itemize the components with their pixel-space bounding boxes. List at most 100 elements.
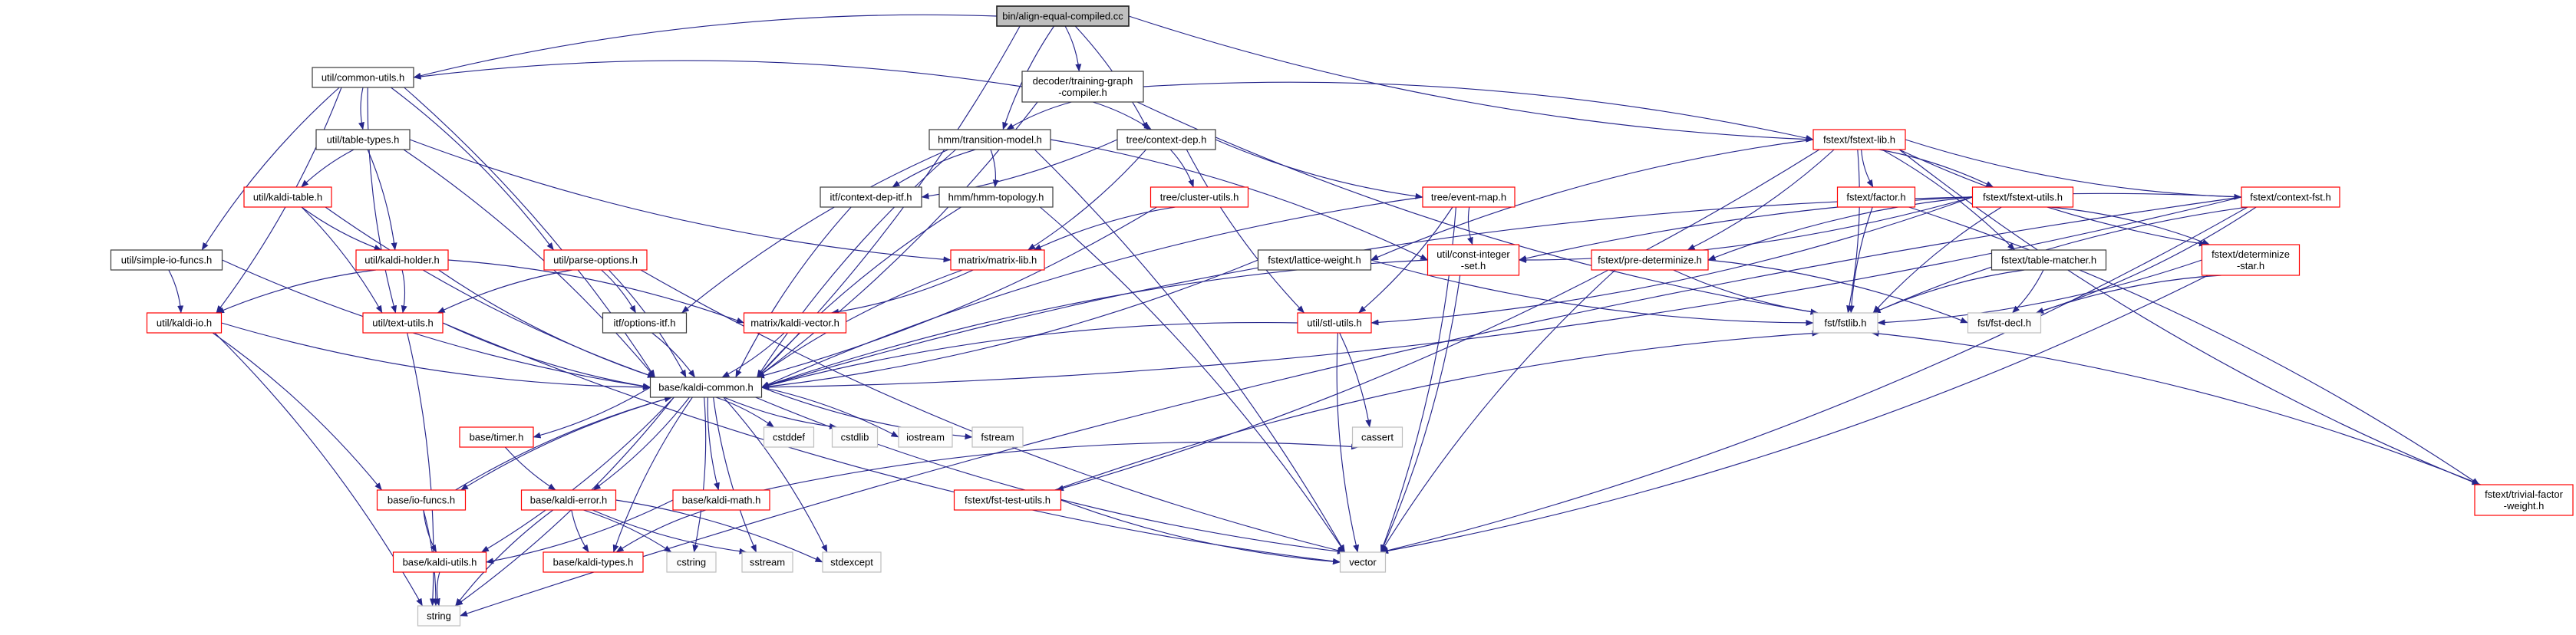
- node-box-text-utils[interactable]: [362, 312, 444, 334]
- node-matrix-lib[interactable]: matrix/matrix-lib.h: [950, 249, 1045, 271]
- node-box-table-types[interactable]: [315, 129, 411, 150]
- node-box-factor[interactable]: [1836, 186, 1916, 208]
- node-kaldi-vector[interactable]: matrix/kaldi-vector.h: [743, 312, 847, 334]
- node-string[interactable]: string: [417, 605, 461, 627]
- node-context-fst[interactable]: fstext/context-fst.h: [2241, 186, 2340, 208]
- node-context-dep-itf[interactable]: itf/context-dep-itf.h: [820, 186, 922, 208]
- node-iostream[interactable]: iostream: [898, 426, 953, 448]
- node-box-kaldi-io[interactable]: [146, 312, 223, 334]
- node-cstring[interactable]: cstring: [666, 551, 717, 573]
- node-box-fst-decl[interactable]: [1967, 312, 2042, 334]
- node-simple-io-funcs[interactable]: util/simple-io-funcs.h: [110, 249, 223, 271]
- node-box-table-matcher[interactable]: [1991, 249, 2107, 271]
- node-box-kaldi-common[interactable]: [649, 377, 763, 398]
- node-box-string[interactable]: [417, 605, 461, 627]
- node-trivial-factor-weight[interactable]: fstext/trivial-factor-weight.h: [2474, 484, 2574, 516]
- node-cstddef[interactable]: cstddef: [763, 426, 815, 448]
- node-context-dep[interactable]: tree/context-dep.h: [1116, 129, 1216, 150]
- node-box-simple-io-funcs[interactable]: [110, 249, 223, 271]
- node-box-io-funcs[interactable]: [376, 489, 467, 511]
- node-box-trivial-factor-weight[interactable]: [2474, 484, 2574, 516]
- node-table-matcher[interactable]: fstext/table-matcher.h: [1991, 249, 2107, 271]
- node-box-context-fst[interactable]: [2241, 186, 2340, 208]
- node-parse-options[interactable]: util/parse-options.h: [543, 249, 648, 271]
- node-box-vector[interactable]: [1339, 551, 1387, 573]
- node-vector[interactable]: vector: [1339, 551, 1387, 573]
- node-box-cluster-utils[interactable]: [1149, 186, 1249, 208]
- node-timer[interactable]: base/timer.h: [459, 426, 534, 448]
- node-fstext-utils[interactable]: fstext/fstext-utils.h: [1971, 186, 2074, 208]
- node-kaldi-common[interactable]: base/kaldi-common.h: [649, 377, 763, 398]
- node-table-types[interactable]: util/table-types.h: [315, 129, 411, 150]
- node-lattice-weight[interactable]: fstext/lattice-weight.h: [1257, 249, 1372, 271]
- node-hmm-topology[interactable]: hmm/hmm-topology.h: [938, 186, 1054, 208]
- node-box-determinize-star[interactable]: [2201, 244, 2301, 276]
- node-fst-decl[interactable]: fst/fst-decl.h: [1967, 312, 2042, 334]
- node-box-stl-utils[interactable]: [1297, 312, 1372, 334]
- node-fstext-lib[interactable]: fstext/fstext-lib.h: [1812, 129, 1906, 150]
- node-stdexcept[interactable]: stdexcept: [822, 551, 882, 573]
- node-pre-determinize[interactable]: fstext/pre-determinize.h: [1591, 249, 1709, 271]
- node-fstlib[interactable]: fst/fstlib.h: [1812, 312, 1878, 334]
- node-box-matrix-lib[interactable]: [950, 249, 1045, 271]
- node-box-kaldi-holder[interactable]: [355, 249, 449, 271]
- node-bin[interactable]: bin/align-equal-compiled.cc: [996, 5, 1130, 27]
- node-cassert[interactable]: cassert: [1351, 426, 1403, 448]
- node-determinize-star[interactable]: fstext/determinize-star.h: [2201, 244, 2301, 276]
- node-io-funcs[interactable]: base/io-funcs.h: [376, 489, 467, 511]
- node-box-kaldi-error[interactable]: [520, 489, 617, 511]
- node-fstream[interactable]: fstream: [971, 426, 1024, 448]
- node-box-cassert[interactable]: [1351, 426, 1403, 448]
- node-common-utils[interactable]: util/common-utils.h: [312, 67, 414, 88]
- node-box-fstlib[interactable]: [1812, 312, 1878, 334]
- node-box-pre-determinize[interactable]: [1591, 249, 1709, 271]
- node-box-stdexcept[interactable]: [822, 551, 882, 573]
- node-box-fstream[interactable]: [971, 426, 1024, 448]
- node-box-cstddef[interactable]: [763, 426, 815, 448]
- node-kaldi-utils[interactable]: base/kaldi-utils.h: [392, 551, 487, 573]
- node-box-event-map[interactable]: [1422, 186, 1516, 208]
- node-kaldi-io[interactable]: util/kaldi-io.h: [146, 312, 223, 334]
- node-cluster-utils[interactable]: tree/cluster-utils.h: [1149, 186, 1249, 208]
- node-kaldi-math[interactable]: base/kaldi-math.h: [672, 489, 770, 511]
- node-box-common-utils[interactable]: [312, 67, 414, 88]
- node-box-sstream[interactable]: [741, 551, 793, 573]
- node-fst-test-utils[interactable]: fstext/fst-test-utils.h: [953, 489, 1062, 511]
- node-box-const-integer-set[interactable]: [1427, 244, 1520, 276]
- node-kaldi-types[interactable]: base/kaldi-types.h: [543, 551, 644, 573]
- node-box-fst-test-utils[interactable]: [953, 489, 1062, 511]
- node-box-iostream[interactable]: [898, 426, 953, 448]
- node-box-training-graph-compiler[interactable]: [1021, 71, 1144, 103]
- node-box-timer[interactable]: [459, 426, 534, 448]
- node-kaldi-holder[interactable]: util/kaldi-holder.h: [355, 249, 449, 271]
- node-box-kaldi-math[interactable]: [672, 489, 770, 511]
- node-box-kaldi-vector[interactable]: [743, 312, 847, 334]
- node-transition-model[interactable]: hmm/transition-model.h: [928, 129, 1051, 150]
- node-box-kaldi-utils[interactable]: [392, 551, 487, 573]
- node-event-map[interactable]: tree/event-map.h: [1422, 186, 1516, 208]
- node-box-context-dep[interactable]: [1116, 129, 1216, 150]
- node-box-bin[interactable]: [996, 5, 1130, 27]
- node-cstdlib[interactable]: cstdlib: [831, 426, 879, 448]
- node-text-utils[interactable]: util/text-utils.h: [362, 312, 444, 334]
- node-stl-utils[interactable]: util/stl-utils.h: [1297, 312, 1372, 334]
- node-box-options-itf[interactable]: [602, 312, 688, 334]
- node-box-kaldi-table[interactable]: [243, 186, 332, 208]
- node-factor[interactable]: fstext/factor.h: [1836, 186, 1916, 208]
- node-box-cstring[interactable]: [666, 551, 717, 573]
- node-box-parse-options[interactable]: [543, 249, 648, 271]
- node-box-context-dep-itf[interactable]: [820, 186, 922, 208]
- node-box-kaldi-types[interactable]: [543, 551, 644, 573]
- node-box-cstdlib[interactable]: [831, 426, 879, 448]
- node-box-lattice-weight[interactable]: [1257, 249, 1372, 271]
- node-const-integer-set[interactable]: util/const-integer-set.h: [1427, 244, 1520, 276]
- node-training-graph-compiler[interactable]: decoder/training-graph-compiler.h: [1021, 71, 1144, 103]
- node-box-fstext-utils[interactable]: [1971, 186, 2074, 208]
- node-kaldi-error[interactable]: base/kaldi-error.h: [520, 489, 617, 511]
- node-box-fstext-lib[interactable]: [1812, 129, 1906, 150]
- node-options-itf[interactable]: itf/options-itf.h: [602, 312, 688, 334]
- node-box-hmm-topology[interactable]: [938, 186, 1054, 208]
- node-box-transition-model[interactable]: [928, 129, 1051, 150]
- node-sstream[interactable]: sstream: [741, 551, 793, 573]
- node-kaldi-table[interactable]: util/kaldi-table.h: [243, 186, 332, 208]
